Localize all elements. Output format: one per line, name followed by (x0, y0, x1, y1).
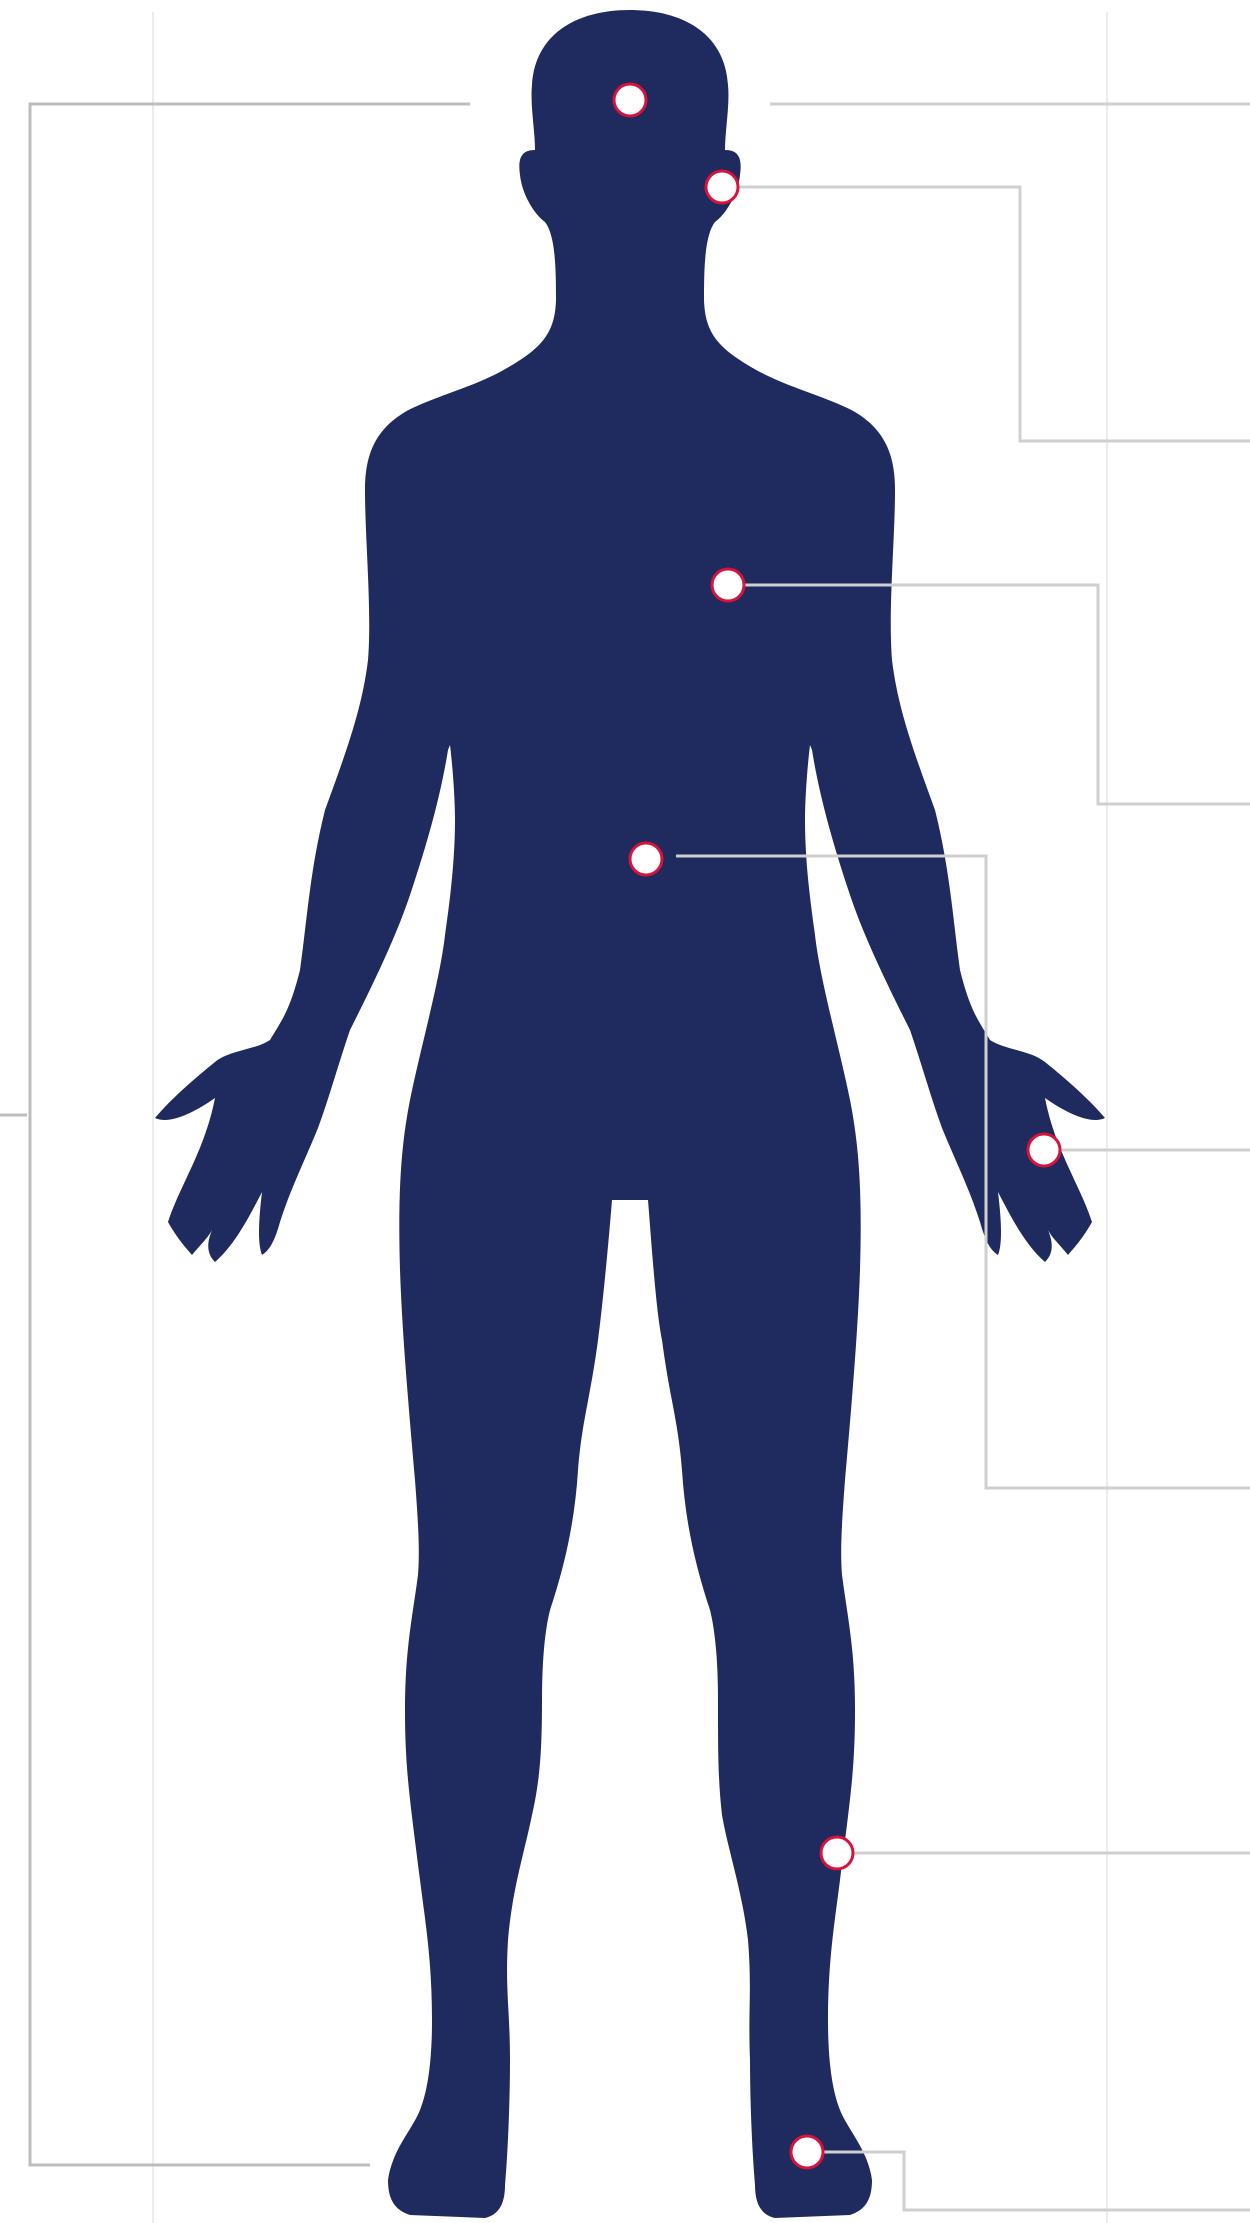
hotspot-head[interactable] (614, 84, 646, 116)
hotspot-abdomen[interactable] (630, 843, 662, 875)
hotspot-hand[interactable] (1028, 1134, 1060, 1166)
hotspot-ear[interactable] (706, 171, 738, 203)
hotspot-chest[interactable] (712, 569, 744, 601)
hotspot-foot[interactable] (791, 2136, 823, 2168)
hotspot-shin[interactable] (821, 1837, 853, 1869)
